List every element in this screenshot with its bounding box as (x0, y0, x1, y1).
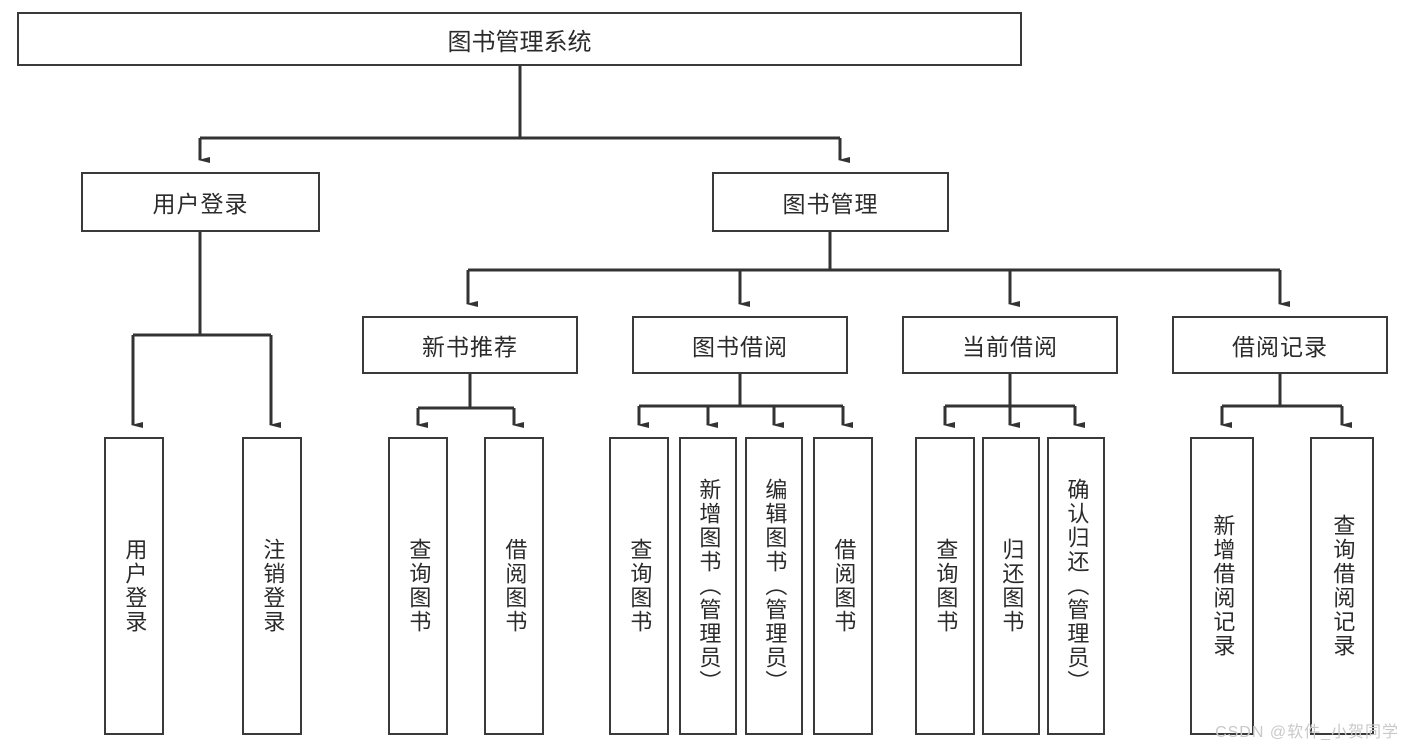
node-leaf-query-book-1-label: 查询图书 (406, 538, 432, 634)
node-borrow-record-label: 借阅记录 (1232, 334, 1328, 360)
node-leaf-query-book-3-label: 查询图书 (933, 538, 959, 634)
node-leaf-add-book[interactable]: 新增图书（管理员） (679, 437, 737, 735)
node-root-label: 图书管理系统 (447, 28, 592, 56)
node-leaf-user-login-label: 用户登录 (122, 538, 148, 634)
node-leaf-borrow-book-1[interactable]: 借阅图书 (484, 437, 544, 735)
node-leaf-borrow-book-2-label: 借阅图书 (831, 538, 857, 634)
node-leaf-confirm-return[interactable]: 确认归还（管理员） (1047, 437, 1105, 735)
node-current-borrow[interactable]: 当前借阅 (902, 316, 1118, 374)
node-new-book-recommend[interactable]: 新书推荐 (362, 316, 578, 374)
node-borrow-record[interactable]: 借阅记录 (1172, 316, 1388, 374)
csdn-watermark: CSDN @软件_小贺同学 (1215, 724, 1399, 741)
node-leaf-query-record-label: 查询借阅记录 (1330, 514, 1356, 658)
node-book-manage-label: 图书管理 (782, 191, 879, 217)
node-leaf-logout-label: 注销登录 (260, 538, 286, 634)
node-leaf-add-record[interactable]: 新增借阅记录 (1190, 437, 1254, 735)
node-leaf-query-book-2[interactable]: 查询图书 (609, 437, 669, 735)
node-user-login-label: 用户登录 (152, 191, 249, 217)
node-leaf-confirm-return-label: 确认归还（管理员） (1064, 478, 1090, 694)
node-root[interactable]: 图书管理系统 (17, 12, 1022, 66)
node-leaf-add-book-label: 新增图书（管理员） (696, 478, 722, 694)
node-leaf-query-book-2-label: 查询图书 (627, 538, 653, 634)
node-book-manage[interactable]: 图书管理 (712, 172, 949, 232)
node-leaf-query-record[interactable]: 查询借阅记录 (1310, 437, 1374, 735)
node-leaf-return-book-label: 归还图书 (999, 538, 1025, 634)
node-leaf-query-book-1[interactable]: 查询图书 (388, 437, 448, 735)
node-leaf-borrow-book-2[interactable]: 借阅图书 (813, 437, 873, 735)
node-leaf-user-login[interactable]: 用户登录 (104, 437, 164, 735)
node-new-book-recommend-label: 新书推荐 (422, 334, 518, 360)
node-leaf-add-record-label: 新增借阅记录 (1210, 514, 1236, 658)
node-leaf-logout[interactable]: 注销登录 (242, 437, 302, 735)
node-leaf-edit-book[interactable]: 编辑图书（管理员） (745, 437, 803, 735)
node-leaf-query-book-3[interactable]: 查询图书 (915, 437, 975, 735)
node-user-login[interactable]: 用户登录 (81, 172, 320, 232)
node-book-borrow-label: 图书借阅 (692, 334, 788, 360)
node-current-borrow-label: 当前借阅 (962, 334, 1058, 360)
node-leaf-return-book[interactable]: 归还图书 (982, 437, 1040, 735)
node-leaf-borrow-book-1-label: 借阅图书 (502, 538, 528, 634)
node-book-borrow[interactable]: 图书借阅 (632, 316, 848, 374)
node-leaf-edit-book-label: 编辑图书（管理员） (762, 478, 788, 694)
